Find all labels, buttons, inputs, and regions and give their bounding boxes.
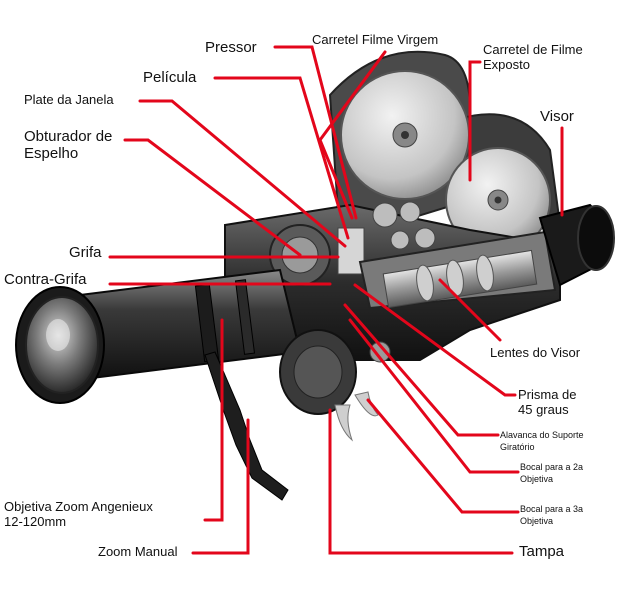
label-bocal-3a: Bocal para a 3a Objetiva xyxy=(520,503,583,527)
leader-zoom-manual xyxy=(191,418,250,555)
label-visor: Visor xyxy=(540,108,574,125)
label-pressor: Pressor xyxy=(205,39,257,56)
label-bocal-3a-line1: Bocal para a 3a xyxy=(520,504,584,514)
label-zoom-manual: Zoom Manual xyxy=(98,544,178,559)
label-bocal-2a-line1: Bocal para a 2a xyxy=(520,462,584,472)
label-obturador-line2: Espelho xyxy=(24,145,79,163)
film-magazine xyxy=(328,50,562,253)
label-alavanca-line2: Giratório xyxy=(500,442,535,453)
label-prisma-line1: Prisma de xyxy=(518,387,577,402)
leader-plate-janela xyxy=(138,99,347,248)
viewfinder xyxy=(358,203,615,310)
label-bocal-2a-line2: Objetiva xyxy=(520,474,554,485)
label-contra-grifa: Contra-Grifa xyxy=(4,271,87,288)
leader-objetiva-zoom xyxy=(203,318,224,522)
leader-pelicula xyxy=(213,76,350,240)
label-prisma: Prisma de 45 graus xyxy=(518,387,577,418)
label-alavanca-line1: Alavanca do Suporte xyxy=(500,430,584,440)
film-gate xyxy=(337,227,365,275)
label-objetiva-zoom: Objetiva Zoom Angenieux 12-120mm xyxy=(4,499,153,530)
label-plate-janela: Plate da Janela xyxy=(24,92,114,107)
label-carretel-exposto-line2: Exposto xyxy=(483,56,530,72)
leader-tampa xyxy=(328,408,514,555)
label-alavanca: Alavanca do Suporte Giratório xyxy=(500,429,584,453)
label-tampa: Tampa xyxy=(519,543,565,560)
leader-carretel-exposto xyxy=(468,60,482,182)
zoom-lens xyxy=(15,268,302,501)
label-objetiva-zoom-line1: Objetiva Zoom Angenieux xyxy=(4,499,153,514)
label-pelicula: Película xyxy=(143,69,197,86)
label-obturador: Obturador de Espelho xyxy=(24,128,112,163)
label-bocal-3a-line2: Objetiva xyxy=(520,516,554,527)
label-bocal-2a: Bocal para a 2a Objetiva xyxy=(520,461,583,485)
leader-bocal-2a xyxy=(348,318,520,474)
label-lentes-visor: Lentes do Visor xyxy=(490,345,581,360)
label-carretel-virgem: Carretel Filme Virgem xyxy=(312,32,439,47)
leader-bocal-3a xyxy=(366,398,520,514)
lens-turret xyxy=(279,329,391,442)
eyepiece xyxy=(577,205,615,271)
leader-lentes-visor xyxy=(438,278,502,342)
zoom-lever xyxy=(204,351,289,501)
label-obturador-line1: Obturador de xyxy=(24,128,113,145)
label-carretel-exposto: Carretel de Filme Exposto xyxy=(483,42,583,73)
leader-pressor xyxy=(273,45,358,220)
sprocket-gear xyxy=(372,202,398,228)
label-carretel-exposto-line1: Carretel de Filme xyxy=(483,42,583,57)
leader-alavanca xyxy=(343,303,500,437)
label-prisma-line2: 45 graus xyxy=(518,401,569,417)
label-grifa: Grifa xyxy=(69,244,102,261)
label-objetiva-zoom-line2: 12-120mm xyxy=(4,513,67,529)
leader-prisma xyxy=(353,283,517,397)
leader-lines xyxy=(108,45,564,555)
leader-obturador xyxy=(123,138,302,257)
